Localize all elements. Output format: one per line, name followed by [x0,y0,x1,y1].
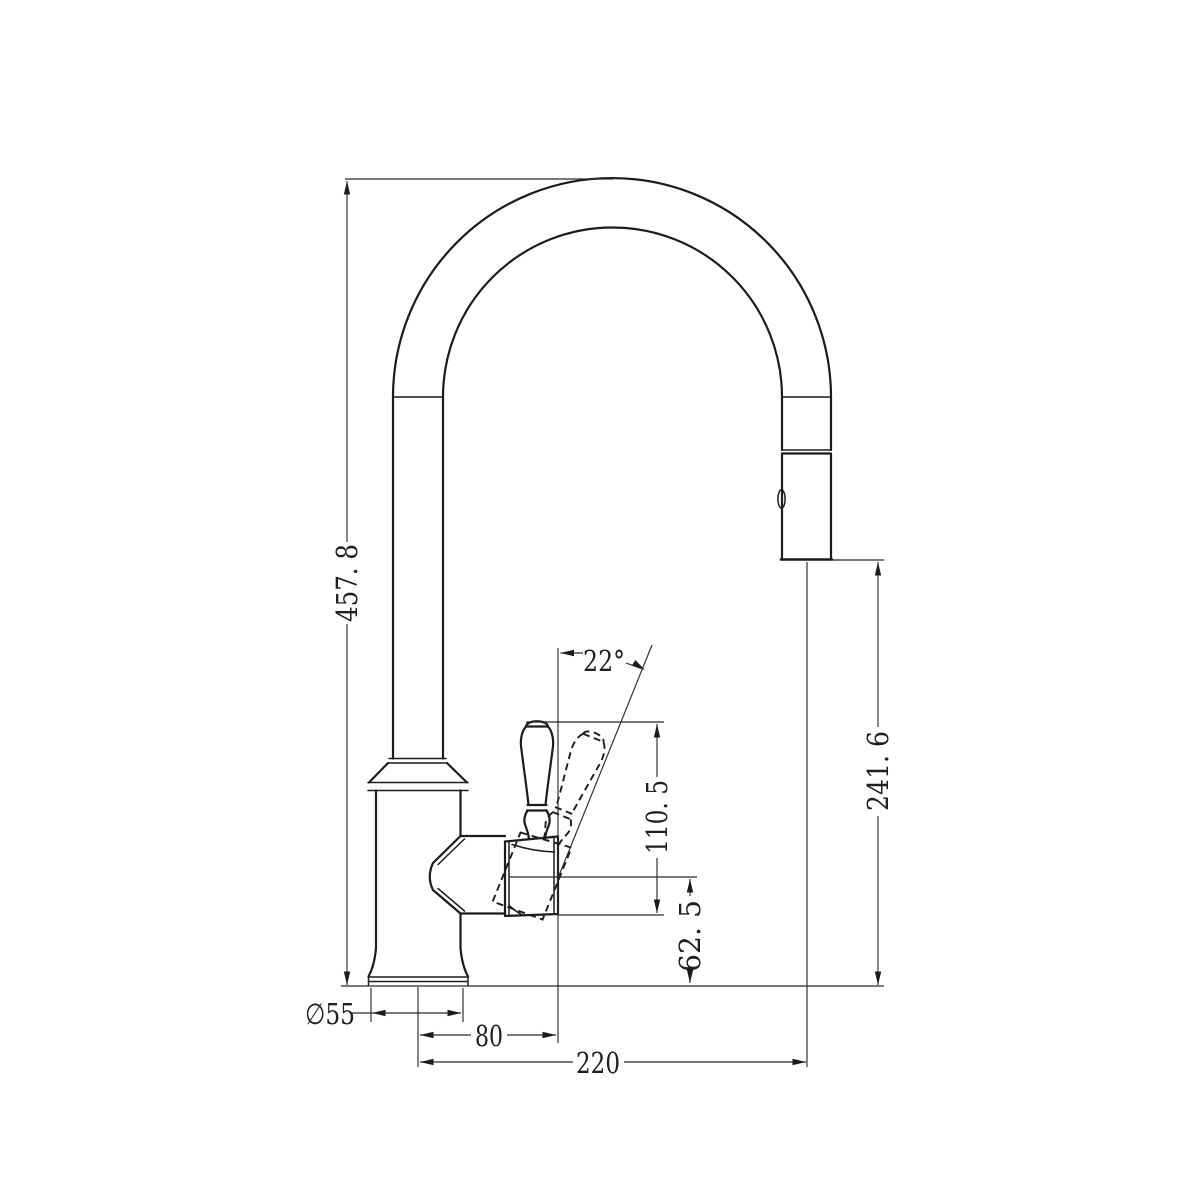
spout-outlet-height-label: 241. 6 [861,731,895,811]
base-plate [367,976,469,987]
dim-overall-height: 457. 8 [330,178,613,986]
collar-band [367,781,469,792]
spray-head-body [780,452,833,561]
collar-flare [367,761,469,784]
collar-lip [387,757,448,764]
cartridge-details [508,836,556,917]
dim-outlet-center-height: 62. 5 [509,876,707,984]
spout-arch-outer [391,176,833,399]
handle-swing-angle-label: 22° [583,644,625,678]
ext-line-handle-axis-tilted [557,644,653,879]
outlet-center-height-label: 62. 5 [673,900,707,972]
dim-spout-outlet-height: 241. 6 [831,559,895,986]
body-left-side [367,789,378,978]
dim-spout-reach: 220 [419,562,808,1080]
spout-end-tube [780,395,833,452]
riser-tube [391,395,445,760]
dim-handle-top-height: 110. 5 [526,721,674,916]
body-right-side [459,789,470,978]
handle-axis-offset-label: 80 [475,1019,503,1053]
handle-rotated-position [491,725,612,921]
faucet-outline [367,176,834,987]
dim-handle-swing-angle: 22° [557,644,653,1043]
handle-top-height-label: 110. 5 [640,780,674,854]
cone-boss-outline [428,834,507,915]
ext-lines-base [370,988,464,1022]
cone-boss-facets [437,838,466,912]
overall-height-label: 457. 8 [330,544,364,622]
spout-arch-inner [441,226,784,399]
dim-handle-axis-offset: 80 [417,987,557,1067]
base-diameter-label: ∅55 [305,997,355,1031]
spout-reach-label: 220 [576,1046,620,1080]
cartridge-rotated-outline [491,831,573,921]
dim-base-diameter: ∅55 [305,988,464,1031]
spray-button [777,489,786,509]
